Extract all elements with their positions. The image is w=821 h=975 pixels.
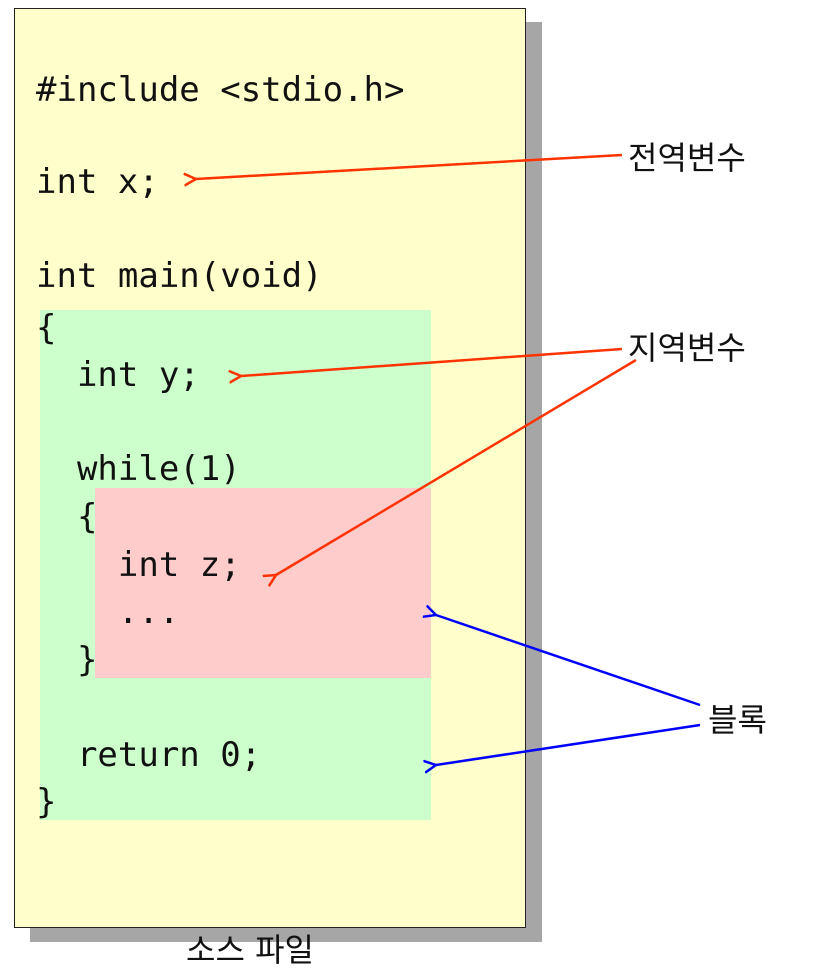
code-line-close-brace: } bbox=[36, 782, 57, 822]
caption-source-file: 소스 파일 bbox=[186, 931, 314, 969]
code-line-ellipsis: ... bbox=[36, 592, 180, 632]
code-line-while-close-brace: } bbox=[36, 640, 98, 680]
code-line-local-var-z: int z; bbox=[36, 545, 241, 585]
code-line-include: #include <stdio.h> bbox=[36, 70, 405, 110]
code-line-local-var-y: int y; bbox=[36, 355, 200, 395]
code-line-main: int main(void) bbox=[36, 256, 323, 296]
label-global-variable: 전역변수 bbox=[628, 139, 746, 177]
code-line-global-var: int x; bbox=[36, 162, 159, 202]
label-block: 블록 bbox=[708, 701, 767, 739]
arrow-local-to-z bbox=[276, 358, 637, 575]
arrow-block-to-while bbox=[436, 615, 701, 707]
code-line-open-brace: { bbox=[36, 308, 57, 348]
arrow-block-to-main bbox=[436, 723, 701, 765]
code-line-return: return 0; bbox=[36, 735, 262, 775]
label-local-variable: 지역변수 bbox=[628, 329, 746, 367]
arrow-global-to-x bbox=[196, 153, 623, 179]
arrow-local-to-y bbox=[241, 347, 623, 376]
code-line-while: while(1) bbox=[36, 449, 241, 489]
code-line-while-open-brace: { bbox=[36, 497, 98, 537]
